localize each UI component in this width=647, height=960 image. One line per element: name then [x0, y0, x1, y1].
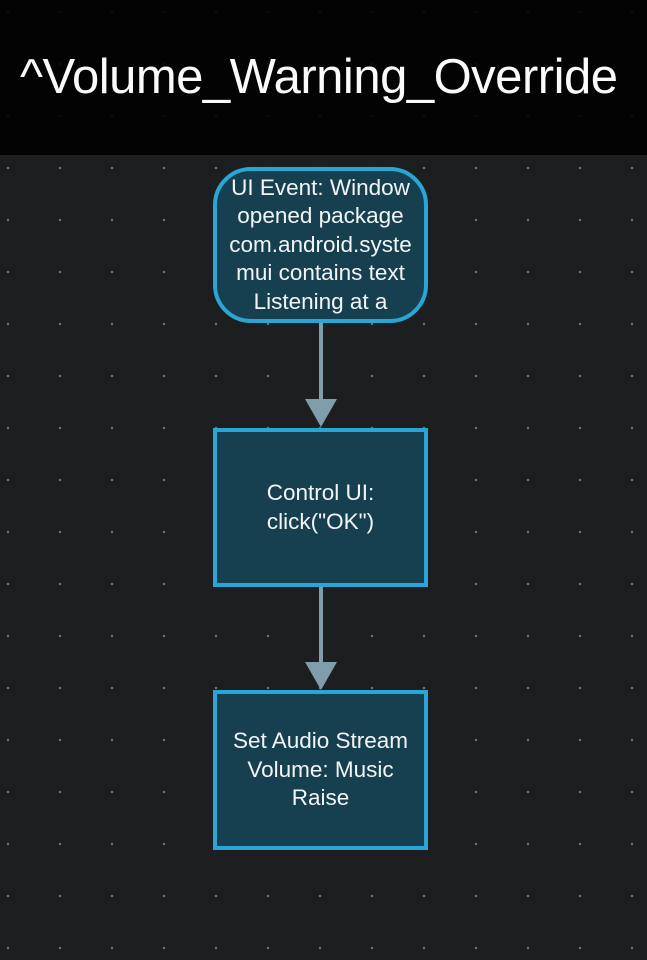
flow-node-control-ui[interactable]: Control UI: click("OK") — [213, 428, 428, 587]
connector-line-2 — [319, 587, 323, 664]
node-label-control-ui: Control UI: click("OK") — [266, 480, 375, 534]
node-label-set-volume: Set Audio Stream Volume: Music Raise — [232, 728, 409, 811]
node-label-ui-event: UI Event: Window opened package com.andr… — [229, 174, 412, 314]
connector-arrowhead-1 — [305, 399, 337, 427]
flow-title: ^Volume_Warning_Override — [20, 49, 618, 104]
connector-line-1 — [319, 323, 323, 401]
flow-node-set-volume[interactable]: Set Audio Stream Volume: Music Raise — [213, 690, 428, 850]
title-bar: ^Volume_Warning_Override — [0, 0, 647, 155]
flow-node-ui-event[interactable]: UI Event: Window opened package com.andr… — [213, 167, 428, 323]
connector-arrowhead-2 — [305, 662, 337, 690]
